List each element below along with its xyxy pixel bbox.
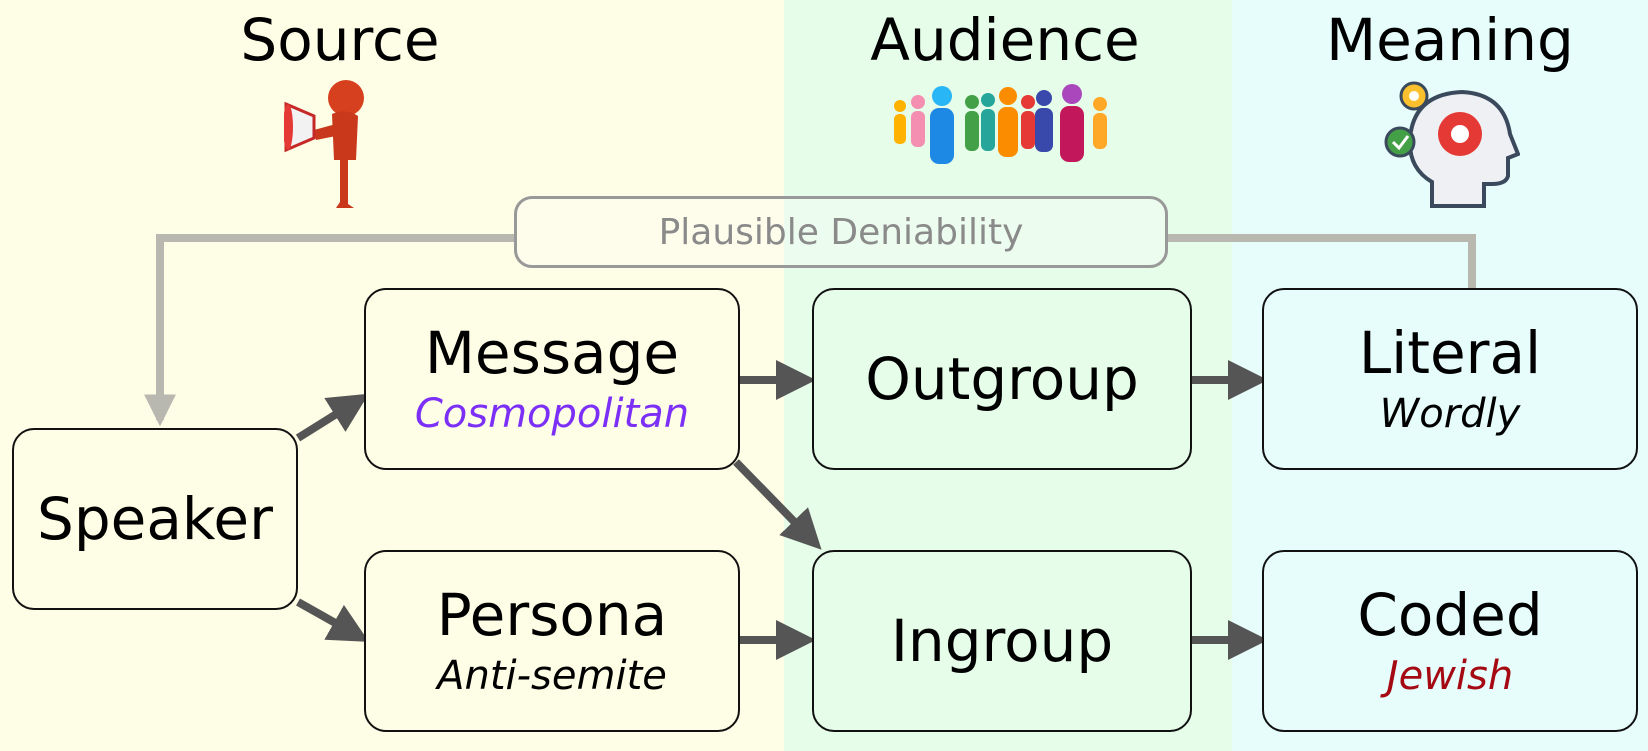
coded-label: Coded xyxy=(1357,581,1543,649)
arrow-message-ingroup xyxy=(733,459,822,550)
literal-label: Literal xyxy=(1358,319,1542,387)
persona-label: Persona xyxy=(436,581,668,649)
message-example: Cosmopolitan xyxy=(414,391,690,437)
literal-box: Literal Wordly xyxy=(1262,288,1638,470)
arrow-speaker-message xyxy=(295,393,369,442)
speaker-box: Speaker xyxy=(12,428,298,610)
outgroup-box: Outgroup xyxy=(812,288,1192,470)
head-gears-icon xyxy=(1384,81,1520,208)
ingroup-box: Ingroup xyxy=(812,550,1192,732)
deniability-return-line xyxy=(144,234,514,427)
speaker-label: Speaker xyxy=(37,485,273,553)
ingroup-label: Ingroup xyxy=(890,607,1114,675)
persona-example: Anti-semite xyxy=(437,653,667,699)
arrow-speaker-persona xyxy=(296,598,369,642)
crowd-icon xyxy=(894,84,1107,164)
megaphone-person-icon xyxy=(284,80,364,208)
plausible-deniability-label: Plausible Deniability xyxy=(514,196,1168,268)
outgroup-label: Outgroup xyxy=(865,345,1139,413)
header-audience: Audience xyxy=(870,6,1140,74)
header-meaning: Meaning xyxy=(1326,6,1574,74)
header-source: Source xyxy=(240,6,440,74)
coded-example: Jewish xyxy=(1386,653,1514,699)
persona-box: Persona Anti-semite xyxy=(364,550,740,732)
coded-box: Coded Jewish xyxy=(1262,550,1638,732)
message-label: Message xyxy=(424,319,680,387)
deniability-line xyxy=(1168,234,1476,288)
message-box: Message Cosmopolitan xyxy=(364,288,740,470)
literal-example: Wordly xyxy=(1379,391,1521,437)
